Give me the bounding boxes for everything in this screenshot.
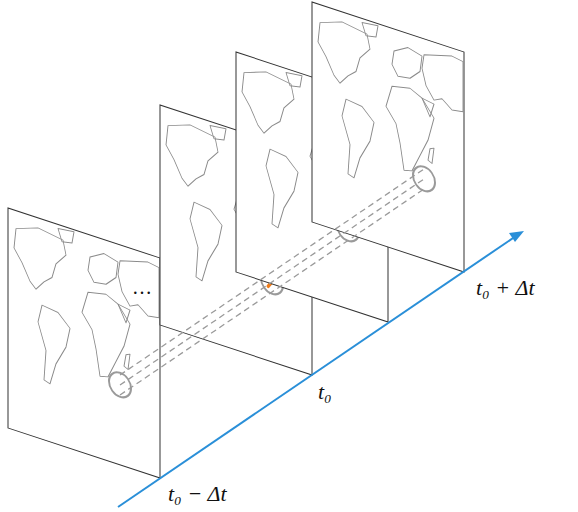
map-frame [8, 208, 160, 478]
time-label: … [130, 276, 154, 298]
axis-arrowhead [509, 231, 524, 242]
time-label: t₀ [318, 380, 332, 404]
time-axis [118, 236, 516, 507]
time-label: t₀ − Δt [168, 482, 227, 506]
map-frame [312, 2, 464, 272]
tracking-lines [120, 169, 424, 395]
time-label: t₀ + Δt [476, 276, 535, 300]
